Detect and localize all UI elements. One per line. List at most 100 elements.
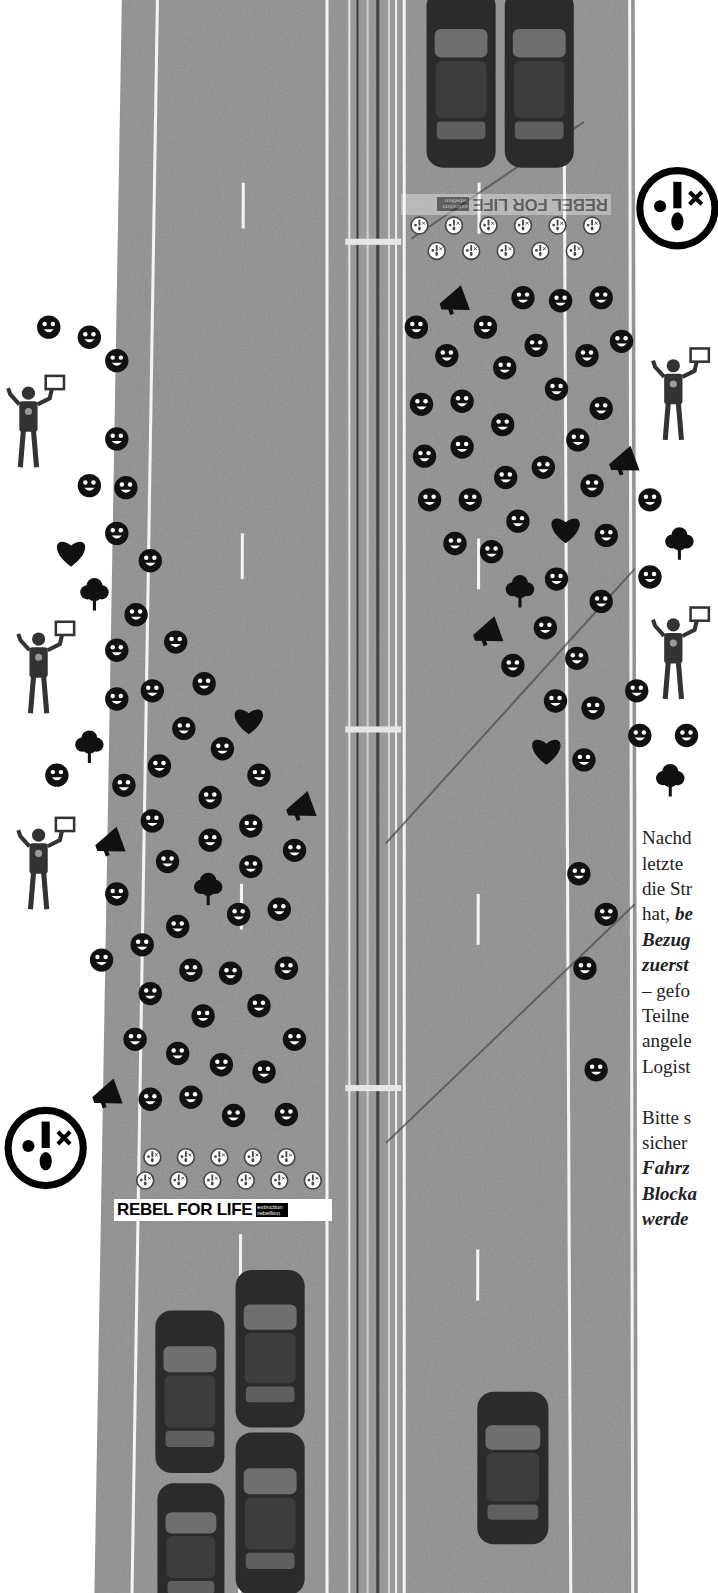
xr-small-icon	[549, 217, 566, 234]
median-post	[345, 726, 401, 732]
smiley-eye	[206, 678, 210, 682]
smiley-mouth	[216, 1067, 226, 1070]
smiley-mouth	[289, 852, 299, 855]
protester-smiley	[595, 903, 618, 926]
smiley-eye	[223, 1059, 227, 1063]
protester-smiley	[566, 428, 589, 451]
smiley-eye	[603, 292, 607, 296]
smiley-mouth	[112, 535, 122, 538]
smiley-face	[545, 377, 568, 400]
protester-smiley	[239, 855, 262, 878]
smiley-face	[491, 413, 514, 436]
tree-crown	[513, 584, 527, 598]
megaphone-handle	[481, 637, 488, 646]
protester-smiley	[105, 882, 128, 905]
smiley-mouth	[84, 339, 94, 342]
smiley-face	[179, 959, 202, 982]
smiley-face	[141, 679, 164, 702]
xr-dot	[181, 1155, 184, 1158]
smiley-mouth	[274, 911, 284, 914]
lane-marking	[477, 0, 479, 1593]
smiley-face	[192, 672, 215, 695]
smiley-mouth	[112, 363, 122, 366]
smiley-eye	[144, 940, 148, 944]
smiley-eye	[169, 637, 173, 641]
xr-drop	[177, 1181, 180, 1185]
xr-drop	[218, 1158, 221, 1162]
person-badge	[35, 850, 42, 857]
xr-ring	[463, 242, 480, 259]
xr-small-icon	[204, 1172, 221, 1189]
protester-smiley	[166, 915, 189, 938]
person-body	[19, 401, 37, 431]
xr-bar	[574, 245, 576, 251]
smiley-face	[405, 315, 428, 338]
xr-small-icon	[137, 1172, 154, 1189]
smiley-eye	[130, 609, 134, 613]
smiley-eye	[227, 1110, 231, 1114]
smiley-mouth	[498, 427, 508, 430]
smiley-eye	[91, 480, 95, 484]
protester-smiley	[139, 982, 162, 1005]
smiley-face	[112, 774, 135, 797]
smiley-mouth	[588, 710, 598, 713]
smiley-eye	[549, 696, 553, 700]
sign-board	[691, 608, 709, 621]
xr-bar	[211, 1175, 213, 1181]
protester-smiley	[105, 427, 128, 450]
xr-small-icon	[271, 1172, 288, 1189]
xr-bar	[673, 182, 681, 208]
smiley-face	[78, 474, 101, 497]
smiley-eye	[232, 968, 236, 972]
smiley-face	[625, 679, 648, 702]
smiley-eye	[525, 292, 529, 296]
lane-marking	[325, 0, 328, 1593]
megaphone-handle	[294, 812, 301, 821]
xr-dot	[535, 249, 538, 252]
smiley-eye	[197, 1011, 201, 1015]
xr-dot	[518, 224, 521, 227]
smiley-eye	[253, 821, 257, 825]
smiley-face	[172, 717, 195, 740]
protester-smiley	[166, 1042, 189, 1065]
smiley-eye	[204, 835, 208, 839]
smiley-eye	[216, 743, 220, 747]
smiley-face	[595, 524, 618, 547]
smiley-face	[275, 957, 298, 980]
smiley-mouth	[465, 502, 475, 505]
protester-smiley	[164, 630, 187, 653]
protester-smiley	[192, 672, 215, 695]
smiley-eye	[146, 816, 150, 820]
xr-bar	[42, 1122, 50, 1148]
xr-drop	[470, 252, 473, 256]
car-body	[427, 0, 496, 168]
smiley-eye	[296, 845, 300, 849]
protester-smiley	[37, 315, 60, 338]
smiley-eye	[418, 451, 422, 455]
smiley-eye	[595, 703, 599, 707]
car-body	[157, 1483, 224, 1593]
protester-smiley	[480, 540, 503, 563]
smiley-eye	[573, 868, 577, 872]
smiley-eye	[587, 703, 591, 707]
xr-ring	[244, 1149, 261, 1166]
smiley-face	[565, 647, 588, 670]
xr-dot	[22, 1140, 34, 1152]
smiley-eye	[288, 845, 292, 849]
person-head	[667, 359, 680, 372]
smiley-eye	[103, 955, 107, 959]
smiley-eye	[615, 336, 619, 340]
smiley-eye	[589, 350, 593, 354]
megaphone-symbol	[606, 446, 640, 480]
smiley-mouth	[154, 768, 164, 771]
car-windshield	[244, 1305, 297, 1330]
protester-smiley	[638, 565, 661, 588]
xr-drop	[453, 226, 456, 230]
xr-small-icon	[463, 242, 480, 259]
smiley-eye	[587, 963, 591, 967]
xr-bar	[505, 245, 507, 251]
protester-smiley	[532, 456, 555, 479]
smiley-eye	[493, 546, 497, 550]
banner-strip: REBEL FOR LIFEextinction rebellion	[401, 194, 611, 215]
